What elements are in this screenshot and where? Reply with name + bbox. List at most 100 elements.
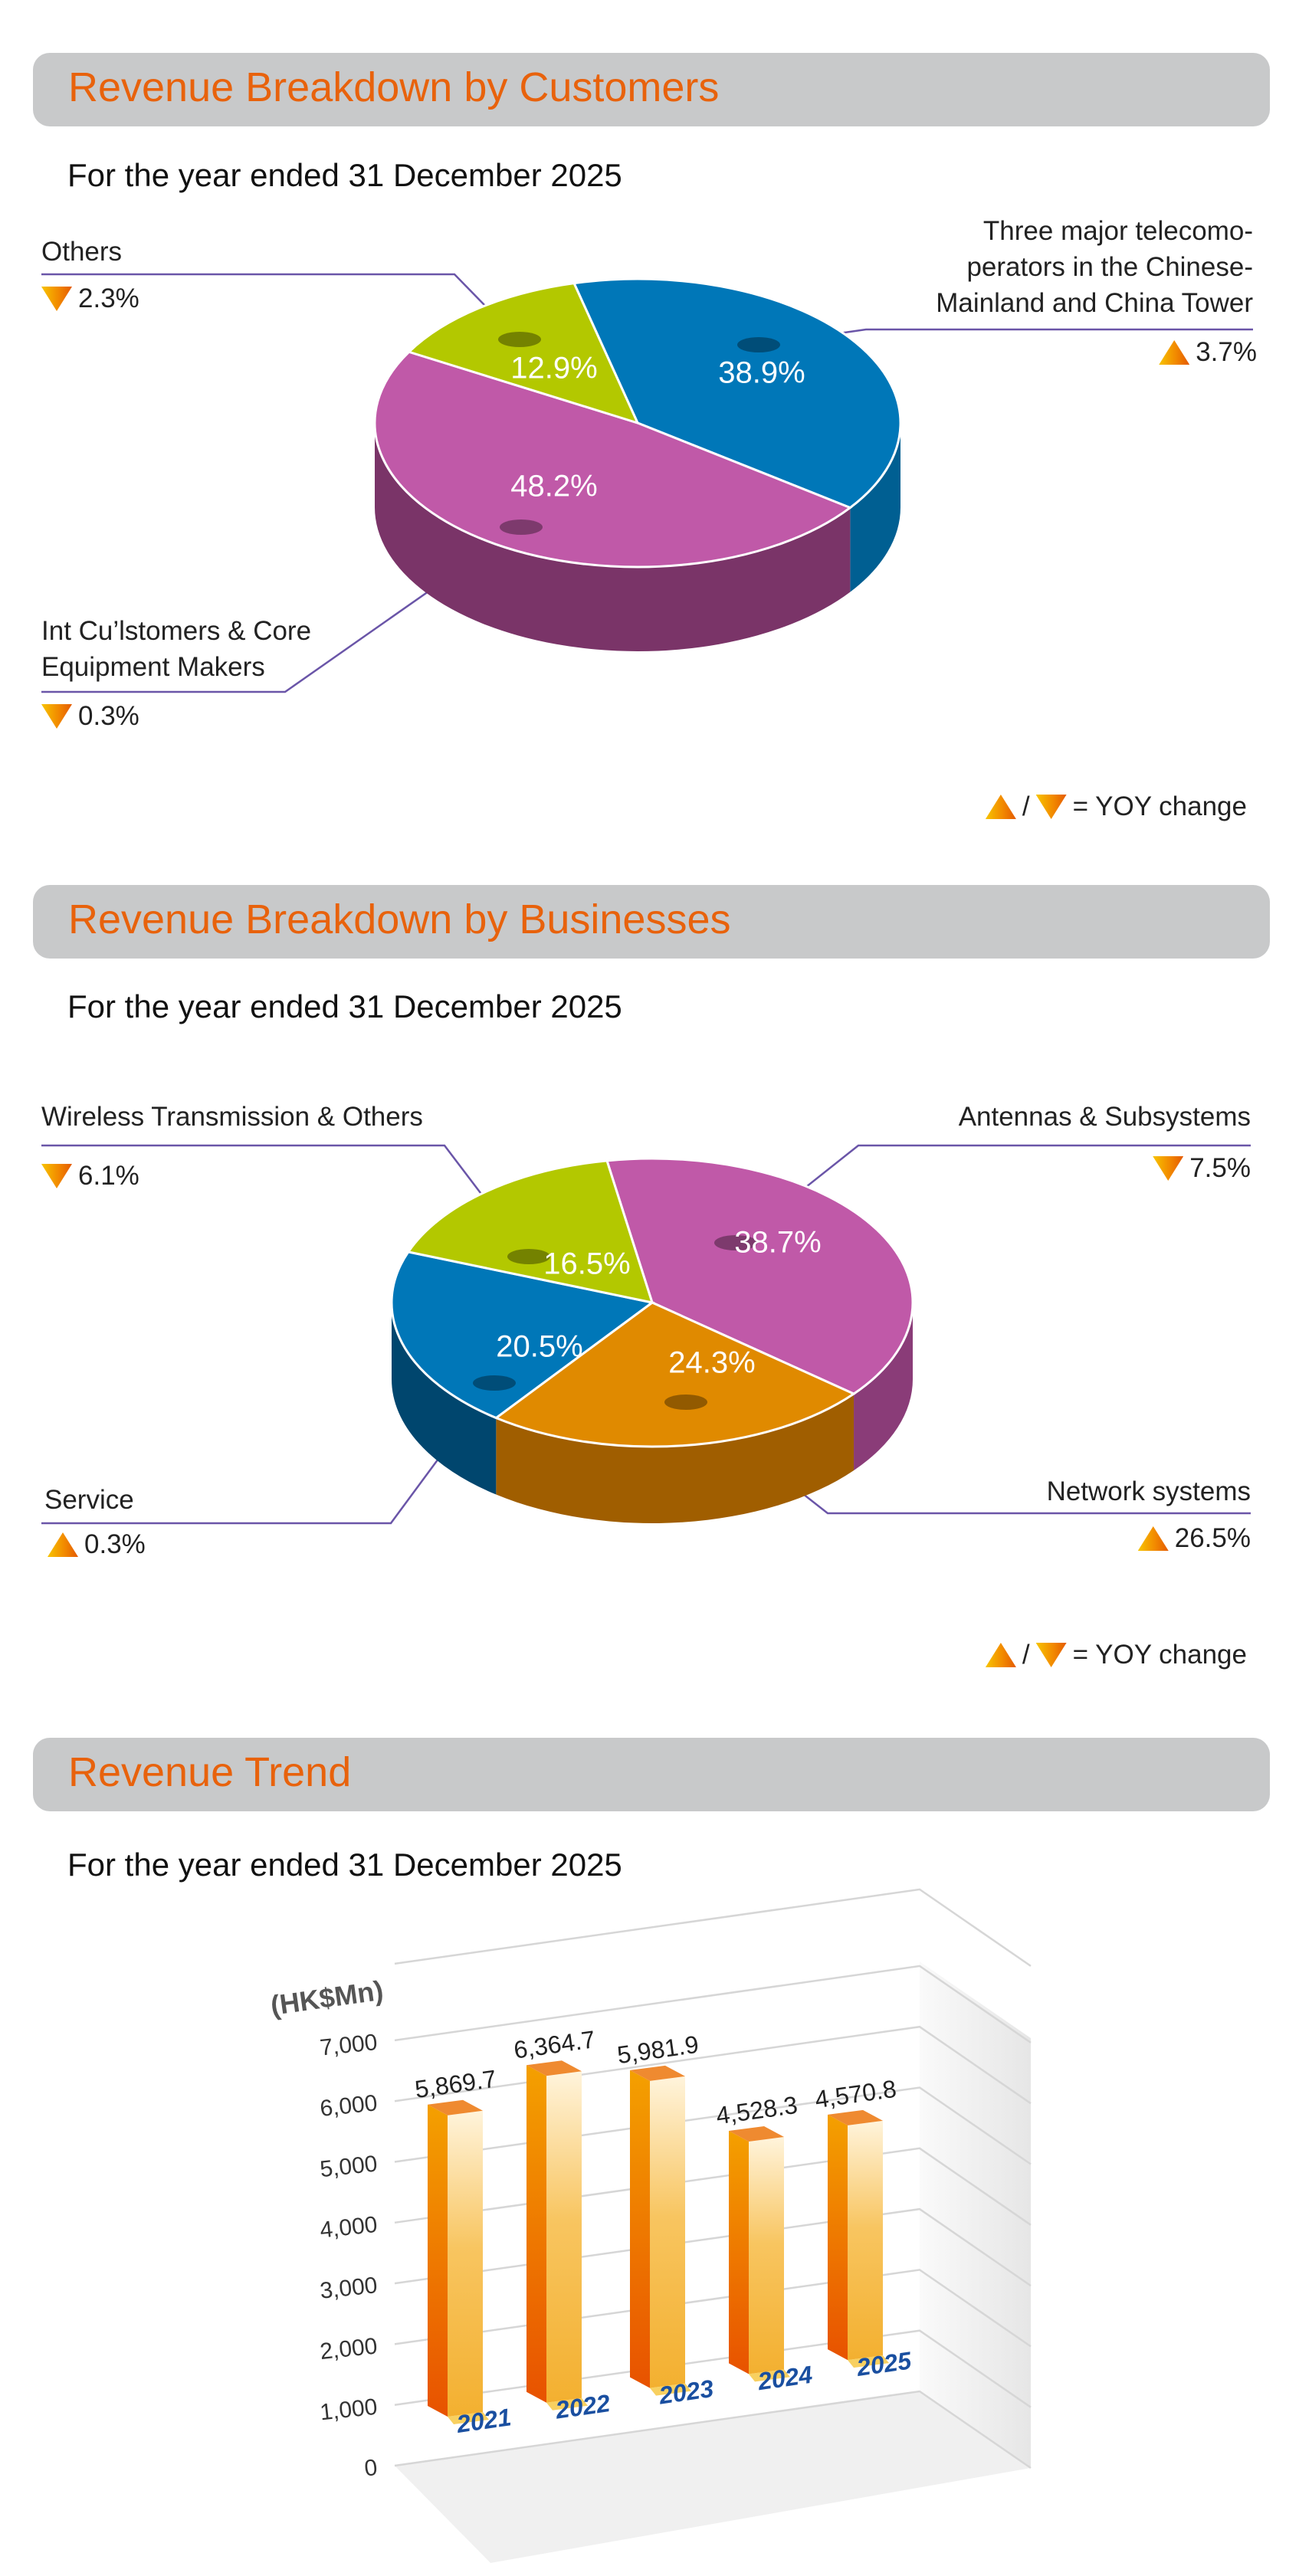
section-header-customers: Revenue Breakdown by Customers [33,53,1270,126]
slice-percent-label: 12.9% [510,351,598,385]
slice-label: Service [44,1485,134,1515]
slice-percent-label: 20.5% [496,1329,583,1364]
pie-slice [605,1157,914,1395]
slice-percent-label: 48.2% [510,469,598,503]
bar-value-label: 4,570.8 [813,2075,898,2114]
triangle-down-icon [1035,795,1067,819]
legend-separator: / [1022,1640,1030,1670]
slice-label: Antennas & Subsystems [958,1102,1251,1132]
y-axis-label: (HK$Mn) [268,1975,385,2021]
slice-percent-label: 38.7% [734,1225,822,1260]
y-tick-label: 5,000 [319,2152,379,2183]
legend-separator: / [1022,791,1030,821]
yoy-value: 6.1% [78,1161,139,1191]
bar-top [630,2065,685,2081]
yoy-change: 0.3% [41,701,139,732]
bar-value-label: 5,869.7 [413,2065,498,2104]
section-title: Revenue Breakdown by Customers [68,64,720,110]
bar-value-label: 5,981.9 [615,2030,700,2070]
section-header-businesses: Revenue Breakdown by Businesses [33,885,1270,959]
pie-slice [494,1301,857,1448]
yoy-change: 2.3% [41,283,139,314]
bar-side [729,2130,749,2374]
triangle-down-icon [1035,1643,1067,1667]
y-tick-label: 3,000 [319,2273,379,2304]
y-tick-label: 7,000 [319,2030,379,2061]
yoy-change: 0.3% [48,1529,146,1560]
pie-slice [572,277,902,510]
pie-slice-side [854,1303,913,1471]
legend-text: = YOY change [1072,1640,1247,1670]
yoy-change: 6.1% [41,1161,139,1191]
bar [448,2110,483,2417]
bar-side [526,2065,546,2403]
bar-base [650,2383,691,2396]
triangle-down-icon [1153,1156,1184,1181]
bar-base [448,2412,489,2424]
gridline [394,1888,1032,1967]
chart-floor [395,2391,1031,2563]
bar-side [828,2114,848,2361]
bar-base [848,2355,889,2368]
bar-value-label: 6,364.7 [512,2025,597,2064]
triangle-up-icon [1159,340,1190,365]
section-subtitle: For the year ended 31 December 2025 [67,988,622,1024]
gridline [394,1965,1032,2043]
legend-text: = YOY change [1072,791,1247,821]
bar-base [749,2369,790,2382]
slice-label: Network systems [1046,1476,1251,1506]
pie-slice-side [850,423,900,592]
section-title: Revenue Breakdown by Businesses [68,896,731,942]
yoy-value: 0.3% [84,1529,146,1559]
triangle-down-icon [41,1164,72,1188]
slice-percent-label: 38.9% [718,356,805,390]
slice-percent-label: 16.5% [543,1247,631,1281]
slice-percent-label: 24.3% [668,1345,756,1380]
bar-base [546,2397,588,2410]
bar-top [828,2109,883,2125]
y-tick-label: 2,000 [319,2333,379,2365]
bar-side [428,2104,448,2417]
gridline [394,2390,1032,2469]
yoy-change: 3.7% [1159,337,1257,368]
bar-top [729,2125,784,2142]
bar-top [526,2060,582,2076]
triangle-up-icon [48,1532,78,1557]
leader-dot [500,519,543,535]
triangle-up-icon [985,795,1016,819]
yoy-value: 26.5% [1174,1523,1251,1553]
pie-slice [390,1250,655,1420]
y-tick-label: 1,000 [319,2394,379,2426]
slice-label: Others [41,237,123,267]
section-header-trend: Revenue Trend [33,1738,1270,1811]
leader-dot [507,1249,550,1264]
leader-dot [737,337,780,352]
y-tick-label: 0 [363,2455,379,2482]
triangle-up-icon [1137,1526,1169,1551]
leader-dot [498,332,541,347]
bar-top [428,2099,483,2116]
pie-slice [406,281,640,425]
bar [848,2120,883,2361]
yoy-change: 26.5% [1137,1523,1251,1554]
leader-dot [714,1235,757,1250]
triangle-down-icon [41,704,72,729]
y-tick-label: 4,000 [319,2212,379,2243]
bar [546,2071,582,2403]
slice-label: Three major telecomo-perators in the Chi… [936,216,1253,318]
section-subtitle: For the year ended 31 December 2025 [67,1847,622,1883]
section-subtitle: For the year ended 31 December 2025 [67,157,622,193]
bar-value-label: 4,528.3 [714,2091,799,2130]
yoy-value: 3.7% [1196,337,1257,367]
bar-side [630,2070,650,2388]
yoy-legend: / = YOY change [985,791,1247,822]
slice-label: Wireless Transmission & Others [41,1102,423,1132]
yoy-legend: / = YOY change [985,1640,1247,1670]
pie-slice-side [375,423,851,651]
pie-slice [406,1159,654,1304]
pie-slice [373,350,853,569]
yoy-value: 7.5% [1189,1153,1251,1183]
bar [749,2136,784,2374]
yoy-value: 2.3% [78,283,139,313]
